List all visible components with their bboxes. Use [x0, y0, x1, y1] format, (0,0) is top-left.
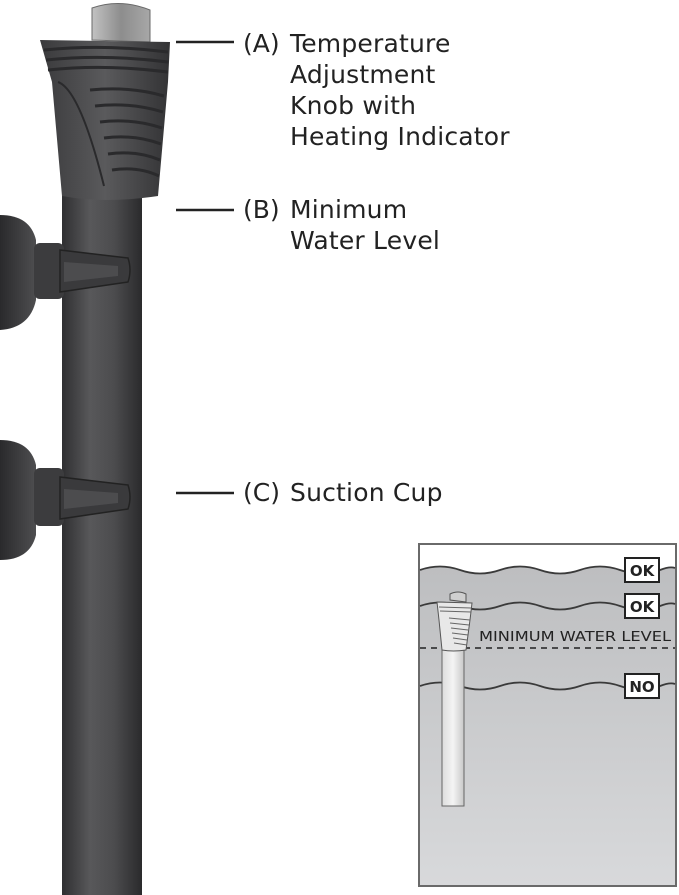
callout-c-letter: (C) — [243, 478, 280, 507]
knob-grip-ridges — [43, 45, 169, 178]
callout-b-letter: (B) — [243, 195, 280, 224]
callout-a-label: Temperature Adjustment Knob with Heating… — [290, 29, 510, 151]
suction-cup-lower — [0, 440, 131, 560]
callout-a-letter: (A) — [243, 29, 280, 58]
water-body — [420, 566, 675, 885]
badge-ok-top: OK — [624, 557, 660, 583]
badge-no-text: NO — [629, 678, 654, 696]
heater — [0, 3, 170, 895]
badge-ok-middle: OK — [624, 593, 660, 619]
badge-ok-top-text: OK — [630, 562, 656, 580]
knob-cap — [91, 3, 151, 43]
badge-no: NO — [624, 673, 660, 699]
badge-ok-middle-text: OK — [630, 598, 656, 616]
callout-b-label: Minimum Water Level — [290, 195, 441, 255]
heater-tube — [62, 195, 142, 895]
suction-cup-upper — [0, 215, 131, 330]
water-level-inset: OK OK NO MINIMUM WATER LEVEL — [418, 543, 677, 887]
minimum-water-level-label: MINIMUM WATER LEVEL — [479, 630, 672, 645]
callout-c-label: Suction Cup — [290, 478, 443, 507]
mini-heater — [436, 591, 473, 807]
